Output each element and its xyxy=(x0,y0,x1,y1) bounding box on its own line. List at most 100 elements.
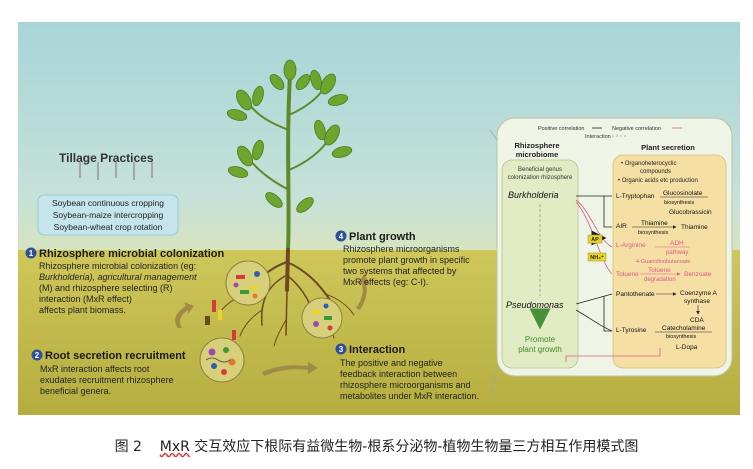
secretion-header: Plant secretion xyxy=(641,143,695,152)
svg-text:Toluene: Toluene xyxy=(648,267,671,274)
svg-text:Interaction: Interaction xyxy=(585,134,611,140)
svg-text:beneficial genera.: beneficial genera. xyxy=(40,386,111,396)
microbiome-header: microbiome xyxy=(516,150,559,159)
svg-text:L-Dopa: L-Dopa xyxy=(676,344,698,351)
section-2-badge xyxy=(31,349,43,361)
section-1-number: 1 xyxy=(29,249,34,258)
nh4-tag: NH₄⁺ xyxy=(587,252,607,262)
secretion-column xyxy=(612,154,727,369)
panel-connector xyxy=(489,129,498,141)
practice-item: Soybean-wheat crop rotation xyxy=(54,222,163,232)
tillage-arrows xyxy=(79,162,153,180)
svg-text:rhizosphere microorganisms and: rhizosphere microorganisms and xyxy=(340,380,471,390)
practice-item: Soybean-maize intercropping xyxy=(53,210,164,220)
correlation-lines xyxy=(565,195,661,362)
svg-text:biosynthesis: biosynthesis xyxy=(666,334,697,340)
svg-text:AP: AP xyxy=(591,237,599,243)
section-2-text: MxR interaction affects root exudates re… xyxy=(40,364,174,396)
svg-text:CDA: CDA xyxy=(690,317,704,324)
section-3-text: The positive and negative feedback inter… xyxy=(340,358,479,401)
svg-text:biosynthesis: biosynthesis xyxy=(638,230,669,236)
microbe-circle-colonization xyxy=(225,260,271,306)
microbiome-sublabel: Beneficial genus xyxy=(518,167,562,173)
svg-text:MxR effects (eg: C-I).: MxR effects (eg: C-I). xyxy=(343,277,428,287)
svg-text:Benzoate: Benzoate xyxy=(684,271,712,278)
svg-text:degradation: degradation xyxy=(644,277,676,283)
svg-text:Coenzyme A: Coenzyme A xyxy=(680,290,718,297)
svg-text:feedback interaction between: feedback interaction between xyxy=(340,369,457,379)
caption-text: 交互效应下根际有益微生物-根系分泌物-植物生物量三方相互作用模式图 xyxy=(194,439,639,455)
svg-text:Negative correlation: Negative correlation xyxy=(612,126,661,132)
svg-text:Toluene: Toluene xyxy=(616,271,639,278)
svg-text:MxR interaction affects root: MxR interaction affects root xyxy=(40,364,150,374)
section-2-number: 2 xyxy=(35,351,40,360)
panel-connector xyxy=(489,369,498,396)
section-2-title: Root secretion recruitment xyxy=(45,350,186,362)
pathway-thiamine: AIR Thiamine biosynthesis Thiamine xyxy=(616,220,708,236)
svg-text:compounds: compounds xyxy=(640,169,671,175)
tillage-title: Tillage Practices xyxy=(59,151,154,165)
svg-text:synthase: synthase xyxy=(684,298,710,305)
secretion-categories: • Organoheterocyclic compounds • Organic… xyxy=(618,161,698,184)
exudate-particles xyxy=(205,300,236,340)
caption-prefix: 图 2 xyxy=(114,439,142,455)
pathway-toluene: Toluene Toluene degradation Benzoate xyxy=(616,267,712,283)
section-3-badge xyxy=(335,343,347,355)
svg-text:two systems that affected by: two systems that affected by xyxy=(343,266,457,276)
section-1-text: Rhizosphere microbial colonization (eg: … xyxy=(39,261,197,315)
svg-text:interaction (MxR effect): interaction (MxR effect) xyxy=(39,294,132,304)
svg-text:L-Tryptophan: L-Tryptophan xyxy=(616,193,655,200)
svg-text:Thiamine: Thiamine xyxy=(681,224,708,231)
svg-text:Glucosinolate: Glucosinolate xyxy=(663,190,703,197)
section-3-title: Interaction xyxy=(349,344,406,356)
practice-item: Soybean continuous cropping xyxy=(52,198,164,208)
promote-label: plant growth xyxy=(518,345,562,354)
promote-label: Promote xyxy=(525,335,556,344)
microbe-circle-secretion xyxy=(199,337,245,383)
svg-text:The positive and negative: The positive and negative xyxy=(340,358,443,368)
pathway-tyrosine: L-Tyrosine Catecholamine biosynthesis L-… xyxy=(616,325,712,351)
svg-text:Rhizosphere microbial coloniza: Rhizosphere microbial colonization (eg: xyxy=(39,261,196,271)
process-arrows xyxy=(175,274,370,376)
svg-text:affects plant biomass.: affects plant biomass. xyxy=(39,305,126,315)
svg-text:AIR: AIR xyxy=(616,223,627,230)
svg-text:metabolites under MxR interact: metabolites under MxR interaction. xyxy=(340,391,479,401)
svg-text:pathway: pathway xyxy=(666,250,688,256)
section-4-number: 4 xyxy=(339,232,344,241)
pathway-pantothenate: Pantothenate Coenzyme A synthase CDA xyxy=(616,290,718,324)
soybean-plant xyxy=(226,59,353,251)
svg-text:Rhizosphere microorganisms: Rhizosphere microorganisms xyxy=(343,244,460,254)
section-3-number: 3 xyxy=(339,345,344,354)
section-4-badge xyxy=(335,230,347,242)
svg-text:Pantothenate: Pantothenate xyxy=(616,291,655,298)
svg-text:NH₄⁺: NH₄⁺ xyxy=(590,254,604,261)
caption-mxr: MxR xyxy=(159,439,190,455)
microbiome-sublabel: colonization rhizosphere xyxy=(508,175,573,181)
svg-text:Catecholamine: Catecholamine xyxy=(662,325,706,332)
svg-text:Burkholderia), agricultural ma: Burkholderia), agricultural management xyxy=(39,272,197,282)
svg-text:• Organic acids etc production: • Organic acids etc production xyxy=(618,178,698,184)
svg-text:(M) and rhizosphere selecting: (M) and rhizosphere selecting (R) xyxy=(39,283,173,293)
practices-box xyxy=(37,194,179,236)
svg-text:Thiamine: Thiamine xyxy=(641,220,668,227)
figure-caption: 图 2 MxR 交互效应下根际有益微生物-根系分泌物-植物生物量三方相互作用模式… xyxy=(0,436,753,456)
svg-text:Glucobrassicin: Glucobrassicin xyxy=(669,209,712,216)
section-4-text: Rhizosphere microorganisms promote plant… xyxy=(343,244,470,287)
svg-text:promote plant growth in specif: promote plant growth in specific xyxy=(343,255,470,265)
section-1-badge xyxy=(25,247,37,259)
panel-legend: Positive correlation Negative correlatio… xyxy=(538,126,682,140)
svg-text:exudates recruitment rhizosphe: exudates recruitment rhizosphere xyxy=(40,375,174,385)
microbe-circle-growth xyxy=(301,297,343,339)
svg-text:L-Arginine: L-Arginine xyxy=(616,242,646,249)
svg-text:ADH: ADH xyxy=(670,240,684,247)
svg-text:biosynthesis: biosynthesis xyxy=(664,200,695,206)
section-4-title: Plant growth xyxy=(349,231,416,243)
genus-pseudomonas: Pseudomonas xyxy=(506,300,564,310)
svg-text:Positive correlation: Positive correlation xyxy=(538,126,584,132)
pathway-tryptophan: L-Tryptophan Glucosinolate biosynthesis … xyxy=(616,190,712,216)
ap-tag: AP xyxy=(587,230,607,246)
svg-text:• Organoheterocyclic: • Organoheterocyclic xyxy=(621,161,676,167)
genus-burkholderia: Burkholderia xyxy=(508,190,559,200)
